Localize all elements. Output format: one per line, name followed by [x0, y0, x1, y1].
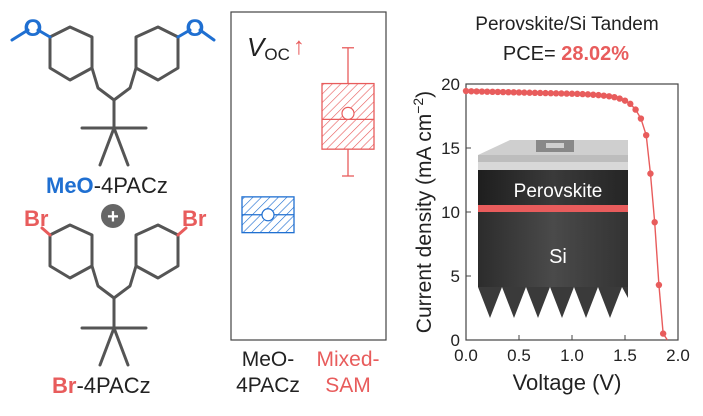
- jv-title-pce: PCE= 28.02%: [503, 43, 629, 65]
- jv-data-point: [473, 88, 480, 95]
- voc-box-chart: VOC↑ MeO- 4PACz Mixed- SAM: [230, 11, 387, 397]
- jv-data-point: [655, 281, 663, 289]
- jv-data-point: [552, 90, 560, 97]
- jv-data-point: [510, 89, 517, 96]
- jv-data-point: [526, 89, 533, 96]
- meo-4pacz-structure: [10, 25, 216, 167]
- jv-data-point: [574, 90, 581, 98]
- jv-data-point: [478, 88, 486, 95]
- jv-ytick-label: 20: [441, 75, 460, 94]
- jv-xtick-label: 1.0: [560, 346, 584, 365]
- jv-data-point: [531, 89, 539, 97]
- recombination-layer: [478, 205, 628, 212]
- jv-data-point: [542, 89, 549, 97]
- pce-label: PCE=: [503, 43, 561, 65]
- pce-value: 28.02%: [561, 43, 629, 65]
- methoxy-o-left: O: [24, 15, 43, 42]
- plus-sign: +: [107, 206, 119, 228]
- jv-data-point: [632, 106, 639, 113]
- jv-data-point: [537, 89, 544, 97]
- textured-bottom: [478, 287, 628, 318]
- jv-ylabel-sup: −2: [410, 98, 426, 114]
- voc-up-arrow: ↑: [293, 33, 305, 60]
- jv-data-point: [651, 219, 658, 226]
- jv-data-point: [584, 91, 592, 98]
- jv-data-point: [468, 88, 475, 95]
- jv-ylabel-close: ): [413, 91, 436, 98]
- inset-si-label: Si: [549, 246, 567, 268]
- jv-data-point: [547, 90, 554, 97]
- jv-xtick-label: 1.5: [613, 346, 637, 365]
- jv-data-point: [590, 91, 597, 98]
- jv-data-point: [558, 90, 565, 97]
- jv-data-point: [494, 88, 501, 96]
- jv-data-point: [521, 89, 528, 96]
- jv-ylabel: Current density (mA cm−2): [410, 91, 436, 333]
- jv-data-point: [484, 88, 491, 95]
- box-mean-point: [341, 106, 355, 120]
- meo-suffix: -4PACz: [94, 173, 168, 198]
- jv-data-point: [489, 88, 496, 96]
- jv-ytick-label: 15: [441, 139, 460, 158]
- category-label-meo-line1: MeO-: [242, 348, 295, 371]
- jv-curve-chart: Perovskite/Si Tandem PCE= 28.02% Perovsk…: [410, 14, 690, 395]
- voc-main: V: [247, 32, 267, 62]
- jv-data-point: [616, 95, 623, 102]
- jv-data-point: [499, 88, 507, 96]
- jv-xtick-label: 0.0: [454, 346, 478, 365]
- br-4pacz-label: Br-4PACz: [52, 373, 151, 398]
- jv-xlabel: Voltage (V): [513, 370, 622, 395]
- jv-ytick-label: 5: [451, 267, 460, 286]
- silicon-layer: [478, 212, 628, 287]
- voc-sub: OC: [264, 45, 290, 64]
- jv-data-point: [611, 93, 618, 101]
- jv-data-point: [595, 91, 602, 99]
- jv-data-point: [621, 97, 629, 104]
- voc-annotation: VOC↑: [247, 32, 305, 64]
- meo-4pacz-label: MeO-4PACz: [46, 173, 168, 198]
- plus-circle: [101, 204, 125, 228]
- box-mean-point: [261, 208, 275, 222]
- jv-data-point: [515, 89, 523, 96]
- bromo-right: Br: [182, 206, 207, 231]
- jv-xtick-label: 0.5: [507, 346, 531, 365]
- jv-data-point: [505, 88, 512, 96]
- jv-data-point: [627, 100, 634, 108]
- box-chart-frame: [230, 11, 387, 341]
- jv-data-point: [563, 90, 570, 97]
- br-suffix: -4PACz: [76, 373, 150, 398]
- jv-data-point: [637, 115, 645, 122]
- jv-title-line1: Perovskite/Si Tandem: [475, 14, 658, 35]
- jv-ytick-label: 0: [451, 331, 460, 350]
- molecules-panel: [10, 25, 216, 367]
- jv-data-point: [462, 87, 470, 95]
- perovskite-layer: [478, 170, 628, 205]
- br-4pacz-structure: [40, 223, 188, 367]
- inset-perovskite-label: Perovskite: [514, 181, 603, 202]
- bromo-left: Br: [24, 206, 49, 231]
- category-label-meo-line2: 4PACz: [236, 374, 300, 397]
- jv-data-point: [659, 330, 667, 337]
- jv-data-point: [568, 90, 576, 97]
- jv-ylabel-text: Current density (mA cm: [413, 114, 436, 333]
- category-label-mixed-line1: Mixed-: [316, 348, 379, 371]
- jv-xtick-label: 2.0: [666, 346, 690, 365]
- jv-data-point: [579, 90, 586, 98]
- methoxy-o-right: O: [186, 15, 205, 42]
- jv-data-point: [647, 170, 654, 177]
- jv-data-point: [643, 132, 650, 139]
- meo-prefix: MeO: [46, 173, 94, 198]
- tandem-device-inset: Perovskite Si: [478, 140, 628, 318]
- br-prefix: Br: [52, 373, 77, 398]
- category-label-mixed-line2: SAM: [325, 374, 371, 397]
- jv-data-point: [605, 93, 613, 100]
- jv-ytick-label: 10: [441, 203, 460, 222]
- jv-data-point: [600, 92, 607, 99]
